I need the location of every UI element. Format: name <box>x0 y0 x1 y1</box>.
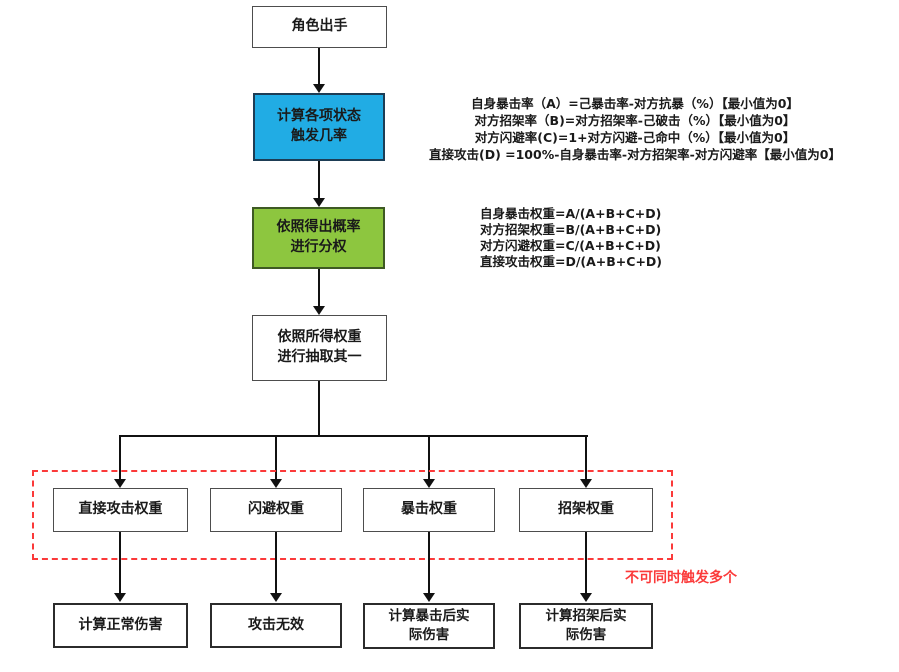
weight-formula-line: 对方闪避权重=C/(A+B+C+D) <box>480 238 661 253</box>
warning-label: 不可同时触发多个 <box>625 570 737 586</box>
arrowhead-down-icon <box>313 198 325 207</box>
node-start: 角色出手 <box>252 6 387 48</box>
connector-calc-split <box>318 161 320 199</box>
node-result-crit-line2: 际伤害 <box>408 627 450 643</box>
node-weight-dodge-label: 闪避权重 <box>248 501 304 518</box>
rate-formula-line: 对方招架率（B)=对方招架率-己破击（%）【最小值为0】 <box>474 113 796 128</box>
node-result-parry-line1: 计算招架后实 <box>545 608 627 625</box>
node-result-parry-line2: 际伤害 <box>565 627 607 643</box>
exclusive-zone-dashed-border <box>32 470 673 560</box>
node-weight-parry: 招架权重 <box>519 488 653 532</box>
weight-formula-line: 直接攻击权重=D/(A+B+C+D) <box>480 254 663 269</box>
node-draw-one: 依照所得权重 进行抽取其一 <box>252 315 387 381</box>
node-result-normal-label: 计算正常伤害 <box>78 616 163 633</box>
arrowhead-down-icon <box>270 593 282 602</box>
branch-drop-direct <box>119 436 121 479</box>
connector-start-calc <box>318 48 320 85</box>
node-result-parry: 计算招架后实 际伤害 <box>519 603 653 649</box>
rate-formula-line: 自身暴击率（A）=己暴击率-对方抗暴（%）【最小值为0】 <box>471 96 799 111</box>
node-weight-parry-label: 招架权重 <box>558 501 614 518</box>
arrowhead-down-icon <box>580 593 592 602</box>
node-calc-states: 计算各项状态 触发几率 <box>253 93 385 161</box>
arrowhead-down-icon <box>423 593 435 602</box>
connector-draw-branch <box>318 381 320 436</box>
node-result-crit: 计算暴击后实 际伤害 <box>363 603 495 649</box>
node-weight-direct-label: 直接攻击权重 <box>78 501 163 518</box>
node-result-invalid: 攻击无效 <box>210 603 342 648</box>
arrowhead-down-icon <box>423 479 435 488</box>
weight-formulas-note: 自身暴击权重=A/(A+B+C+D) 对方招架权重=B/(A+B+C+D) 对方… <box>480 206 662 270</box>
node-weight-split-line1: 依照得出概率 <box>276 219 361 236</box>
arrowhead-down-icon <box>270 479 282 488</box>
node-result-invalid-label: 攻击无效 <box>248 616 304 633</box>
branch-drop-parry <box>585 436 587 479</box>
weight-formula-line: 自身暴击权重=A/(A+B+C+D) <box>480 206 662 221</box>
node-start-label: 角色出手 <box>291 18 348 35</box>
arrowhead-down-icon <box>114 593 126 602</box>
node-draw-one-line2: 进行抽取其一 <box>277 349 362 365</box>
branch-horizontal-line <box>119 435 588 437</box>
weight-formula-line: 对方招架权重=B/(A+B+C+D) <box>480 222 662 237</box>
connector-dodge-result <box>275 532 277 594</box>
rate-formula-line: 对方闪避率(C)=1+对方闪避-己命中（%）【最小值为0】 <box>474 130 796 145</box>
branch-drop-crit <box>428 436 430 479</box>
node-weight-direct: 直接攻击权重 <box>53 488 188 532</box>
arrowhead-down-icon <box>313 306 325 315</box>
connector-direct-result <box>119 532 121 594</box>
rate-formulas-note: 自身暴击率（A）=己暴击率-对方抗暴（%）【最小值为0】 对方招架率（B)=对方… <box>375 95 895 163</box>
node-weight-split-line2: 进行分权 <box>290 239 347 255</box>
connector-split-draw <box>318 269 320 307</box>
node-weight-crit: 暴击权重 <box>363 488 495 532</box>
arrowhead-down-icon <box>114 479 126 488</box>
node-weight-crit-label: 暴击权重 <box>401 501 457 518</box>
node-result-crit-line1: 计算暴击后实 <box>388 608 470 625</box>
node-result-normal: 计算正常伤害 <box>53 603 188 648</box>
connector-crit-result <box>428 532 430 594</box>
node-weight-split: 依照得出概率 进行分权 <box>252 207 385 269</box>
node-draw-one-line1: 依照所得权重 <box>277 329 362 346</box>
rate-formula-line: 直接攻击(D) =100%-自身暴击率-对方招架率-对方闪避率【最小值为0】 <box>428 147 841 162</box>
node-calc-states-line2: 触发几率 <box>291 128 347 144</box>
node-calc-states-line1: 计算各项状态 <box>277 108 361 125</box>
connector-parry-result <box>585 532 587 594</box>
branch-drop-dodge <box>275 436 277 479</box>
arrowhead-down-icon <box>580 479 592 488</box>
arrowhead-down-icon <box>313 84 325 93</box>
node-weight-dodge: 闪避权重 <box>210 488 342 532</box>
